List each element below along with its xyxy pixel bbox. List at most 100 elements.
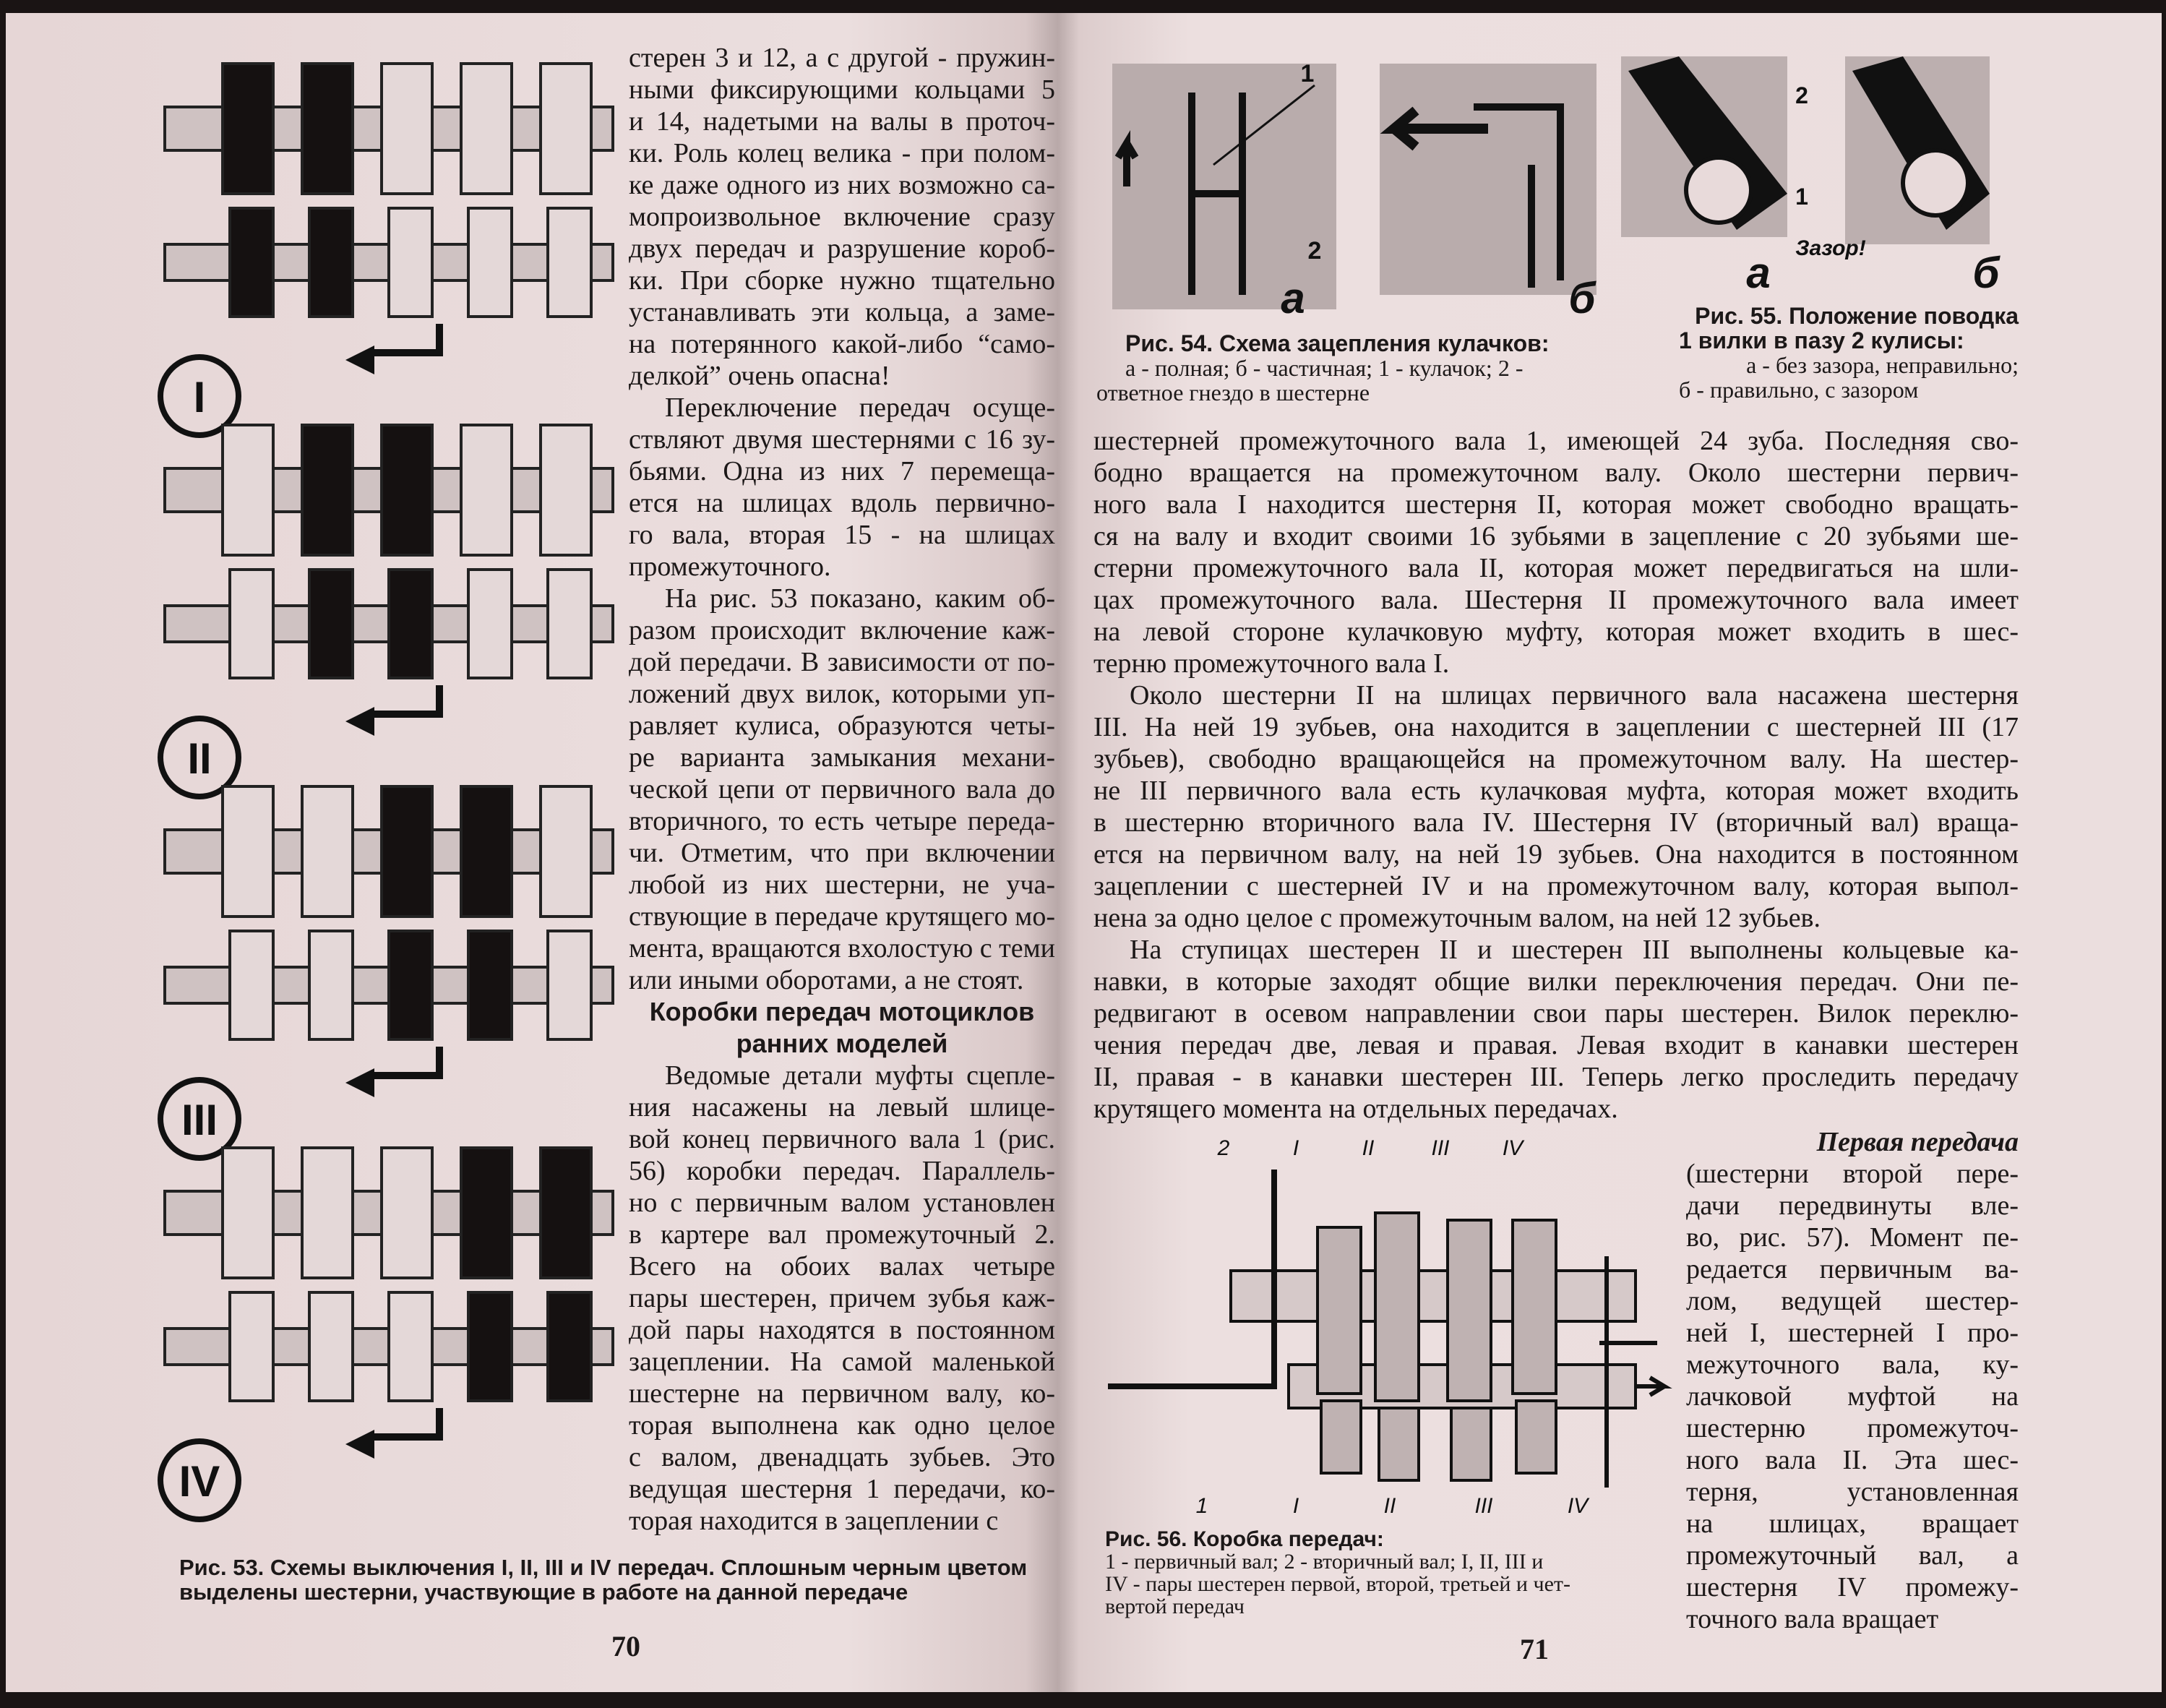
text-line: вой конец первичного вала 1 (рис.	[629, 1124, 1055, 1154]
arrow-icon	[345, 707, 374, 736]
text-line: Всего на обоих валах четыре	[629, 1251, 1055, 1282]
text-line: (шестерни второй пере-	[1686, 1159, 2019, 1189]
gear-number-circle	[158, 1438, 241, 1522]
text-line: ческой цепи от первичного вала до	[629, 774, 1055, 804]
gear-number-label: III	[181, 1096, 218, 1144]
gear	[1450, 1407, 1492, 1482]
text-line: навки, в которые заходят общие вилки пер…	[1093, 966, 2019, 997]
gear	[308, 1291, 354, 1402]
gear	[308, 568, 354, 679]
gear	[308, 207, 354, 318]
caption-title: Рис. 56. Коробка передач:	[1105, 1527, 1384, 1551]
figure-label: 2	[1795, 82, 1808, 108]
text-line: чения передач две, левая и правая. Левая…	[1093, 1030, 2019, 1060]
text-line: III. На ней 19 зубьев, она находится в з…	[1093, 712, 2019, 742]
figure-label: III	[1474, 1494, 1492, 1518]
text-line: редвигают в осевом направлении свои пары…	[1093, 998, 2019, 1029]
text-line: цах промежуточного вала. Шестерня II про…	[1093, 585, 2019, 615]
gear-number-label: IV	[179, 1457, 220, 1506]
text-line: пары шестерен, причем зубья каж-	[629, 1283, 1055, 1313]
right-text-column: шестерней промежуточного вала 1, имеющей…	[1093, 425, 2019, 1125]
text-line: Около шестерни II на шлицах первичного в…	[1130, 680, 2019, 711]
caption-line: а - без зазора, неправильно;	[1746, 352, 2019, 378]
text-line: лачковой муфтой на	[1686, 1381, 2019, 1412]
text-line: ется на первичном валу, на ней 19 зубьев…	[1093, 839, 2019, 870]
gear	[387, 930, 434, 1041]
gear	[539, 1146, 593, 1279]
gear-number-label: I	[194, 373, 206, 421]
gear	[467, 207, 513, 318]
arrow-icon	[345, 1430, 374, 1459]
flange	[1599, 1256, 1657, 1488]
leader-line	[1213, 84, 1315, 166]
text-line: терню промежуточного вала I.	[1093, 648, 1450, 679]
section-heading: ранних моделей	[736, 1029, 948, 1058]
caption-line: ответное гнездо в шестерне	[1096, 379, 1370, 405]
text-line: лом, ведущей шестер-	[1686, 1286, 2019, 1316]
text-line: дачи передвинуты вле-	[1686, 1190, 2019, 1221]
figure-label: 1	[1196, 1494, 1208, 1518]
text-line: 56) коробки передач. Параллель-	[629, 1156, 1055, 1186]
gear	[387, 1291, 434, 1402]
figure-label: 1	[1301, 60, 1315, 87]
figure-55-caption: Рис. 55. Положение поводка 1 вилки в паз…	[1679, 304, 2019, 402]
text-line: зацеплении с шестерней IV и на промежуто…	[1093, 871, 2019, 901]
gear	[221, 62, 275, 195]
torque-path	[1108, 1170, 1277, 1389]
text-line: и 14, надетыми на валы в проточ-	[629, 106, 1055, 137]
gear	[1515, 1399, 1557, 1475]
text-line: на шлицах, вращает	[1686, 1509, 2019, 1539]
gear	[1511, 1219, 1557, 1395]
text-line: бодно вращается на промежуточном валу. О…	[1093, 458, 2019, 488]
figure-53-caption: Рис. 53. Схемы выключения I, II, III и I…	[179, 1555, 1057, 1605]
gear	[387, 207, 434, 318]
figure-label: а	[1281, 274, 1305, 322]
gear	[228, 1291, 275, 1402]
text-line: На рис. 53 показано, каким об-	[665, 583, 1055, 614]
text-line: ного вала I находится шестерня II, котор…	[1093, 489, 2019, 520]
arrow-icon	[1380, 106, 1488, 151]
text-line: шестерня IV промежу-	[1686, 1572, 2019, 1602]
shift-fork	[367, 685, 443, 718]
gear	[539, 62, 593, 195]
text-line: разом происходит включение каж-	[629, 615, 1055, 645]
arrow-icon	[1636, 1376, 1672, 1397]
text-line: ки. Роль колец велика - при полом-	[629, 138, 1055, 168]
text-line: торая находится в зацеплении с	[629, 1506, 999, 1536]
text-line: с валом, двенадцать зубьев. Это	[629, 1442, 1055, 1472]
caption-line: б - правильно, с зазором	[1679, 377, 1919, 403]
text-line: двух передач и разрушение короб-	[629, 233, 1055, 264]
fork-lever	[1684, 155, 1753, 225]
figure-label: IV	[1503, 1136, 1525, 1160]
text-line: ложений двух вилок, которыми уп-	[629, 679, 1055, 709]
text-line: Переключение передач осуще-	[665, 392, 1055, 423]
gear	[460, 62, 513, 195]
gear	[380, 62, 434, 195]
gear	[380, 424, 434, 557]
gear	[460, 785, 513, 918]
text-line: равляет кулиса, образуются четы-	[629, 711, 1055, 741]
gear	[460, 1146, 513, 1279]
figure-54-caption: Рис. 54. Схема зацепления кулачков: а - …	[1096, 331, 1602, 405]
text-line: делкой” очень опасна!	[629, 361, 890, 391]
text-line: На ступицах шестерен II и шестерен III в…	[1130, 935, 2019, 965]
text-line: стерни промежуточного вала II, которая м…	[1093, 553, 2019, 583]
gear	[228, 930, 275, 1041]
text-line: чи. Отметим, что при включении	[629, 838, 1055, 868]
gear	[467, 568, 513, 679]
text-line: дой передачи. В зависимости от по-	[629, 647, 1055, 677]
text-line: бьями. Одна из них 7 перемеща-	[629, 456, 1055, 486]
text-line: но с первичным валом установлен	[629, 1188, 1055, 1218]
text-line: любой из них шестерни, не уча-	[629, 870, 1055, 900]
text-line: зубьев), свободно вращающейся на промежу…	[1093, 744, 2019, 774]
text-line: ется на шлицах вдоль первично-	[629, 488, 1055, 518]
text-line: во, рис. 57). Момент пе-	[1686, 1222, 2019, 1253]
gear	[380, 1146, 434, 1279]
text-line: ки. При сборке нужно тщательно	[629, 265, 1055, 296]
text-line: ного вала II. Эта шес-	[1686, 1445, 2019, 1475]
text-line: точного вала вращает	[1686, 1604, 1939, 1634]
text-line: ными фиксирующими кольцами 5	[629, 74, 1055, 105]
